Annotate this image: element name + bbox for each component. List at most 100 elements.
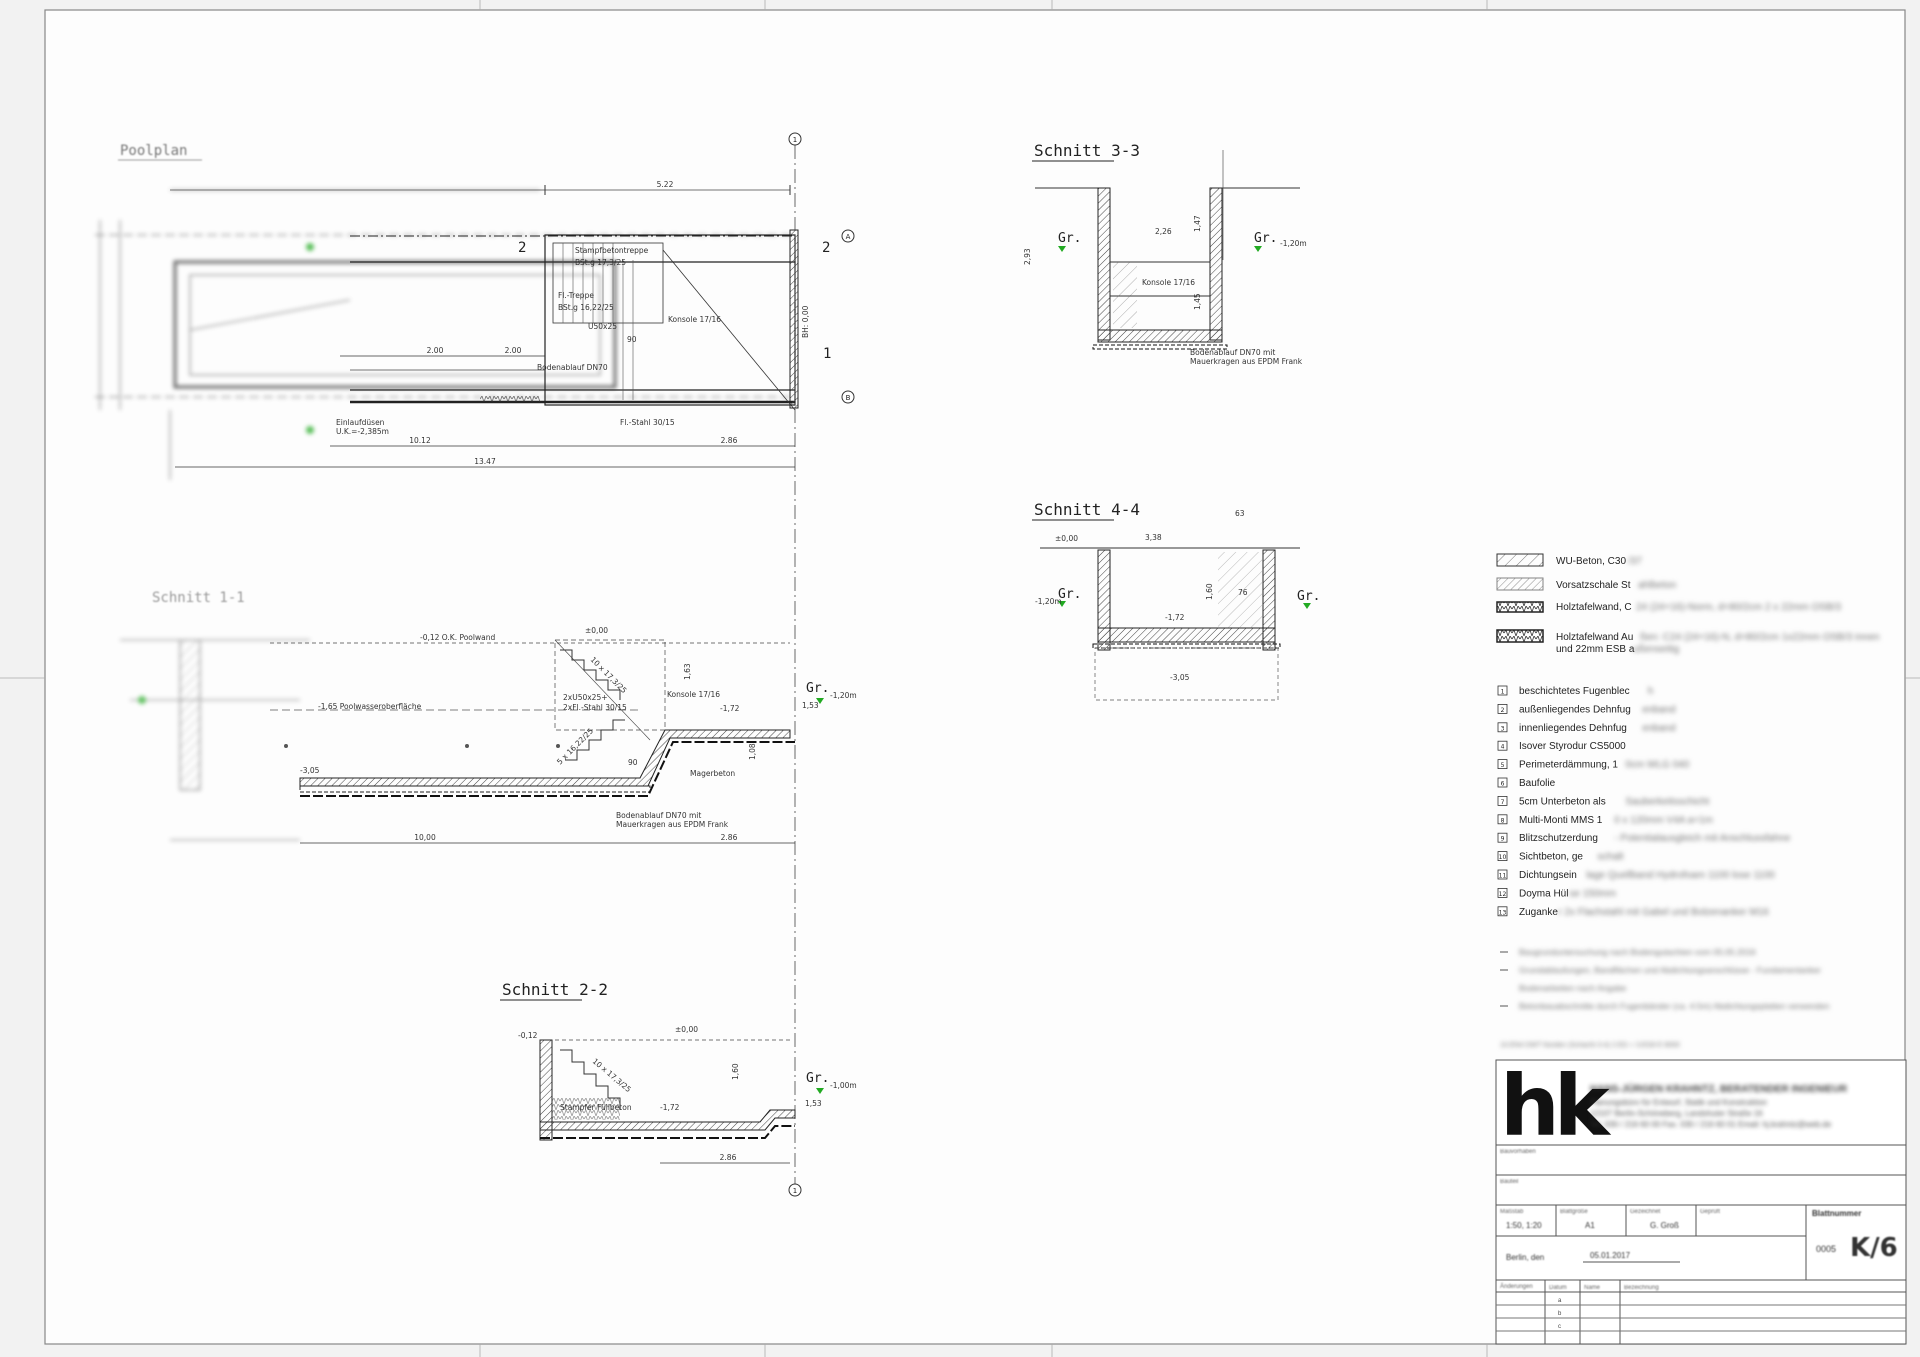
plan-bst1: BSt.g 17,3/25 bbox=[575, 258, 626, 267]
legend-item-number: 11 bbox=[1499, 873, 1507, 880]
company-name: HANS-JÜRGEN KRAHNTZ, BERATENDER INGENIEU… bbox=[1590, 1082, 1848, 1095]
legend-item-number-box bbox=[1497, 814, 1508, 825]
legend-note: Betonbauabschnitte durch Fugenbänder (ca… bbox=[1519, 1001, 1830, 1011]
s11-konsole: Konsole 17/16 bbox=[667, 690, 720, 699]
legend-material-2-blur: ahlbeton bbox=[1638, 580, 1676, 591]
company-sub3: Tel. 030 / 216 60 00 Fax. 030 / 216 60 0… bbox=[1590, 1120, 1832, 1129]
legend-item-number: 12 bbox=[1499, 891, 1507, 898]
plan-section-mark-right: 2 bbox=[822, 240, 830, 256]
s22-stampfer: Stampfer Füllbeton bbox=[560, 1103, 632, 1112]
legend-material-4-line2: und 22mm ESB a bbox=[1556, 644, 1635, 655]
legend-note: Grundablaufungen, Bandflächen und Abdich… bbox=[1519, 965, 1821, 975]
legend-item-label: Multi-Monti MMS 1 bbox=[1519, 815, 1603, 826]
s11-magerbeton: Magerbeton bbox=[690, 769, 735, 778]
s11-d153: 1,53 bbox=[802, 701, 819, 710]
s33-gr-val: -1,20m bbox=[1280, 239, 1307, 248]
section-2-2: Schnitt 2-2 -0,12 ±0,00 10 x 17,3/25 Sta… bbox=[500, 980, 857, 1164]
legend-item-number-box bbox=[1497, 722, 1508, 733]
legend-item-label-blurred: r 2x Flachstahl mit Gabel und Bolzenanke… bbox=[1558, 907, 1769, 918]
plan-u50: U50x25 bbox=[588, 322, 617, 331]
legend-item-number: 1 bbox=[1501, 689, 1505, 696]
s22-d160: 1,60 bbox=[731, 1063, 740, 1080]
plan-bh: BH: 0,00 bbox=[801, 305, 810, 338]
poolplan-view: Poolplan 5.22 bbox=[95, 132, 855, 1197]
s44-m305: -3,05 bbox=[1170, 673, 1190, 682]
legend-item-number-box bbox=[1497, 796, 1508, 806]
legend-item-number-box bbox=[1497, 740, 1508, 751]
plan-konsole: Konsole 17/16 bbox=[668, 315, 721, 324]
tb-blattnummer-label: Blattnummer bbox=[1812, 1209, 1861, 1218]
s22-gr: Gr. bbox=[806, 1071, 829, 1086]
legend-material-3-blur: 24 (24+16)-Norm, d=80/2cm 2 x 22mm OSB/3 bbox=[1636, 602, 1842, 613]
plan-section-1: 1 bbox=[823, 346, 831, 362]
legend-material-3: Holztafelwand, C bbox=[1556, 602, 1632, 613]
poolplan-title: Poolplan bbox=[120, 143, 187, 159]
plan-einlauf1: Einlaufdüsen bbox=[336, 418, 385, 427]
company-sub2: 12107 Berlin-Schöneberg, Landshuter Stra… bbox=[1590, 1109, 1763, 1118]
schnitt22-title: Schnitt 2-2 bbox=[502, 980, 608, 999]
legend-material-4-line2-blur: ußenseitig bbox=[1633, 644, 1679, 655]
plan-einlauf2: U.K.=-2,385m bbox=[336, 427, 389, 436]
s44-d76: 76 bbox=[1238, 588, 1248, 597]
legend-swatch-holztafel bbox=[1496, 601, 1544, 613]
legend-item-label: 5cm Unterbeton als bbox=[1519, 796, 1606, 807]
legend-material-2: Vorsatzschale St bbox=[1556, 580, 1631, 591]
s11-gr: Gr. bbox=[806, 681, 829, 696]
legend-item-label-blurred: h bbox=[1648, 686, 1654, 697]
legend: WU-Beton, C30 /37 Vorsatzschale St ahlbe… bbox=[1496, 553, 1880, 1049]
tb-bauvorhaben: Bauvorhaben bbox=[1500, 1149, 1536, 1155]
tb-massstab-label: Maßstab bbox=[1500, 1209, 1524, 1215]
legend-item-number-box bbox=[1497, 759, 1508, 769]
legend-item-number: 9 bbox=[1501, 836, 1505, 843]
s11-ok-poolwand: -0,12 O.K. Poolwand bbox=[420, 633, 495, 642]
legend-item-label: Blitzschutzerdung bbox=[1519, 833, 1598, 844]
tb-ort: Berlin, den bbox=[1506, 1253, 1544, 1262]
s11-dim-bottom-1: 10,00 bbox=[414, 833, 436, 842]
legend-item-number: 3 bbox=[1501, 725, 1505, 732]
ae-col-header: Datum bbox=[1549, 1285, 1567, 1291]
tb-format-value: A1 bbox=[1585, 1221, 1595, 1230]
s22-zero: ±0,00 bbox=[675, 1025, 698, 1034]
schnitt33-title: Schnitt 3-3 bbox=[1034, 141, 1140, 160]
legend-item-label-blurred: schalt bbox=[1597, 852, 1623, 863]
legend-item-number: 4 bbox=[1501, 744, 1505, 751]
s44-d338: 3,38 bbox=[1145, 533, 1162, 542]
s11-dim-bottom-2: 2.86 bbox=[721, 833, 738, 842]
tb-format-label: Blattgröße bbox=[1560, 1209, 1588, 1215]
legend-material-1-blur: /37 bbox=[1628, 556, 1642, 567]
ae-col-header: Name bbox=[1584, 1285, 1601, 1291]
s11-bodenablauf2: Mauerkragen aus EPDM Frank bbox=[616, 820, 729, 829]
plan-bst2: BSt.g 16,22/25 bbox=[558, 303, 614, 312]
s33-d293: 2,93 bbox=[1023, 248, 1032, 265]
s11-flstahl: 2xFl.-Stahl 30/15 bbox=[563, 703, 627, 712]
legend-material-4-blur: ßen: C24 (24+16)-N, d=80/2cm 1x22mm OSB/… bbox=[1640, 632, 1880, 643]
s44-zero: ±0,00 bbox=[1055, 534, 1078, 543]
company-sub1: Planungsbüro für Entwurf, Statik und Kon… bbox=[1590, 1098, 1767, 1107]
s44-gr-right: Gr. bbox=[1297, 589, 1320, 604]
legend-item-number-box bbox=[1497, 685, 1508, 696]
plan-flstahl: Fl.-Stahl 30/15 bbox=[620, 418, 675, 427]
legend-item-label: Baufolie bbox=[1519, 778, 1556, 789]
s11-zero: ±0,00 bbox=[585, 626, 608, 635]
ae-row-label: b bbox=[1558, 1311, 1562, 1317]
plan-dim-inner-2: 2.00 bbox=[505, 346, 522, 355]
s11-d90: 90 bbox=[628, 758, 638, 767]
plan-dim-top: 5.22 bbox=[657, 180, 674, 189]
s44-d160: 1,60 bbox=[1205, 583, 1214, 600]
legend-material-4: Holztafelwand Au bbox=[1556, 632, 1633, 643]
legend-item-number: 6 bbox=[1501, 781, 1505, 788]
plan-dim-bottom-2: 2.86 bbox=[721, 436, 738, 445]
plan-dim-90: 90 bbox=[627, 335, 637, 344]
plan-stampfbeton: Stampfbetontreppe bbox=[575, 246, 649, 255]
s33-d147: 1,47 bbox=[1193, 215, 1202, 232]
legend-item-number: 10 bbox=[1499, 854, 1507, 861]
s11-d108: 1,08 bbox=[748, 743, 757, 760]
s33-d226: 2,26 bbox=[1155, 227, 1172, 236]
tb-massstab-value: 1:50, 1:20 bbox=[1506, 1221, 1542, 1230]
legend-swatch-holztafel-aussen bbox=[1496, 629, 1544, 643]
s44-m172: -1,72 bbox=[1165, 613, 1185, 622]
legend-item-label: außenliegendes Dehnfug bbox=[1519, 704, 1631, 715]
legend-swatch-wu-beton bbox=[1496, 553, 1544, 567]
